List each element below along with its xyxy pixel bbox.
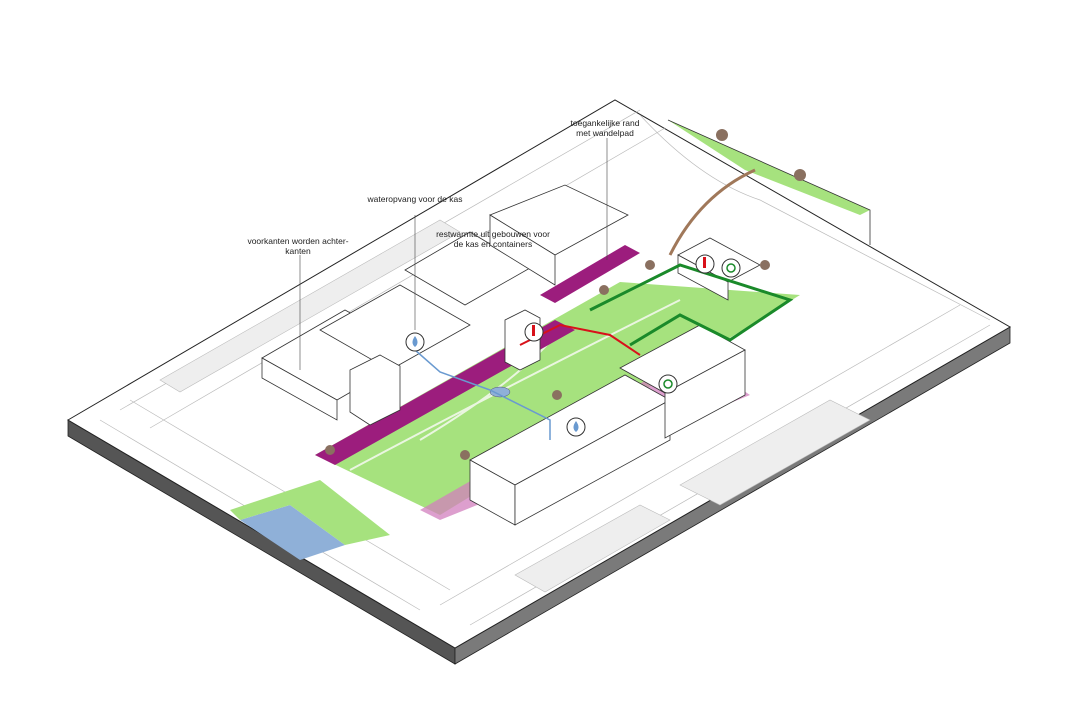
buildings (261, 184, 761, 526)
purple-strip-north (540, 245, 640, 303)
label-heat: restwarmte uit gebouwen voor (436, 229, 550, 239)
label-heat-2: de kas en containers (454, 239, 532, 249)
thermometer-icon (524, 322, 544, 342)
water-line (414, 349, 551, 440)
trees (325, 129, 806, 460)
recycle-circuit (589, 263, 794, 347)
recycle-icon (658, 374, 678, 394)
road-lines (99, 109, 991, 626)
label-edge: toegankelijke rand (571, 118, 640, 128)
north-green-strip (668, 120, 870, 215)
leader-lines (299, 138, 608, 370)
water-drop-icon (566, 417, 586, 437)
thermometer-icon (695, 254, 715, 274)
lake (240, 505, 345, 560)
recycle-icon (721, 258, 741, 278)
label-water: wateropvang voor de kas (367, 194, 463, 204)
label-fronts-2: kanten (285, 246, 311, 256)
label-edge-2: met wandelpad (576, 128, 634, 138)
water-pond (489, 386, 511, 398)
label-fronts: voorkanten worden achter- (247, 236, 348, 246)
water-drop-icon (405, 332, 425, 352)
footbridge (668, 168, 756, 256)
